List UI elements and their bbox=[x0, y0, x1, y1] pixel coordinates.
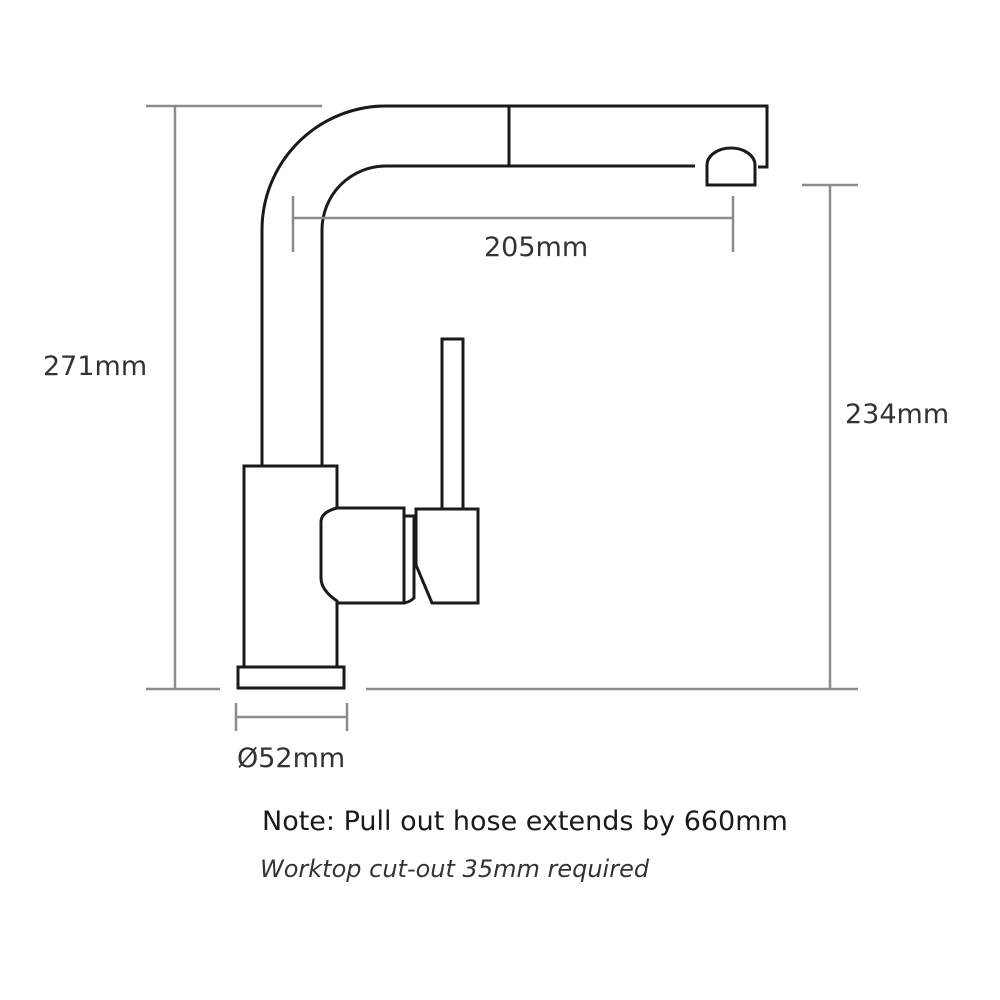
spout-clearance-label: 234mm bbox=[845, 399, 949, 430]
spray-nozzle bbox=[705, 146, 757, 187]
worktop-cutout-note: Worktop cut-out 35mm required bbox=[260, 855, 650, 883]
base-plate bbox=[236, 665, 346, 690]
tap-body bbox=[242, 464, 339, 667]
dimension-lines bbox=[146, 104, 858, 731]
lever-collar bbox=[403, 514, 416, 605]
total-height-label: 271mm bbox=[43, 351, 147, 382]
handle-base bbox=[414, 507, 480, 605]
spout-inner-edge bbox=[320, 164, 695, 466]
handle-lever bbox=[440, 337, 465, 511]
tap-outline bbox=[236, 104, 769, 690]
lever-housing bbox=[337, 506, 406, 605]
spout-outer-edge bbox=[260, 104, 769, 466]
spout-reach-label: 205mm bbox=[484, 232, 588, 263]
base-diameter-label: Ø52mm bbox=[237, 743, 345, 774]
hose-extension-note: Note: Pull out hose extends by 660mm bbox=[262, 806, 788, 837]
